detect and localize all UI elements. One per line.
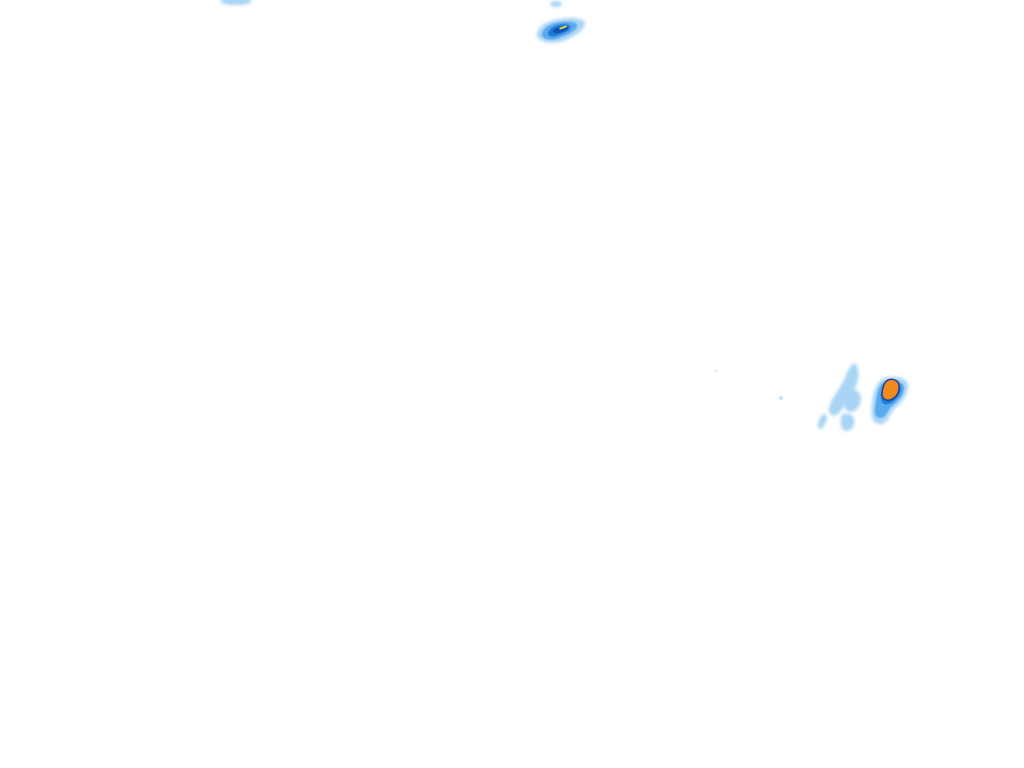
precip-cell-top-center [536, 1, 585, 43]
precip-band-right-streaks [715, 363, 861, 432]
precip-cell-top-left [220, 0, 252, 5]
precip-cell-right-intense [871, 376, 908, 424]
